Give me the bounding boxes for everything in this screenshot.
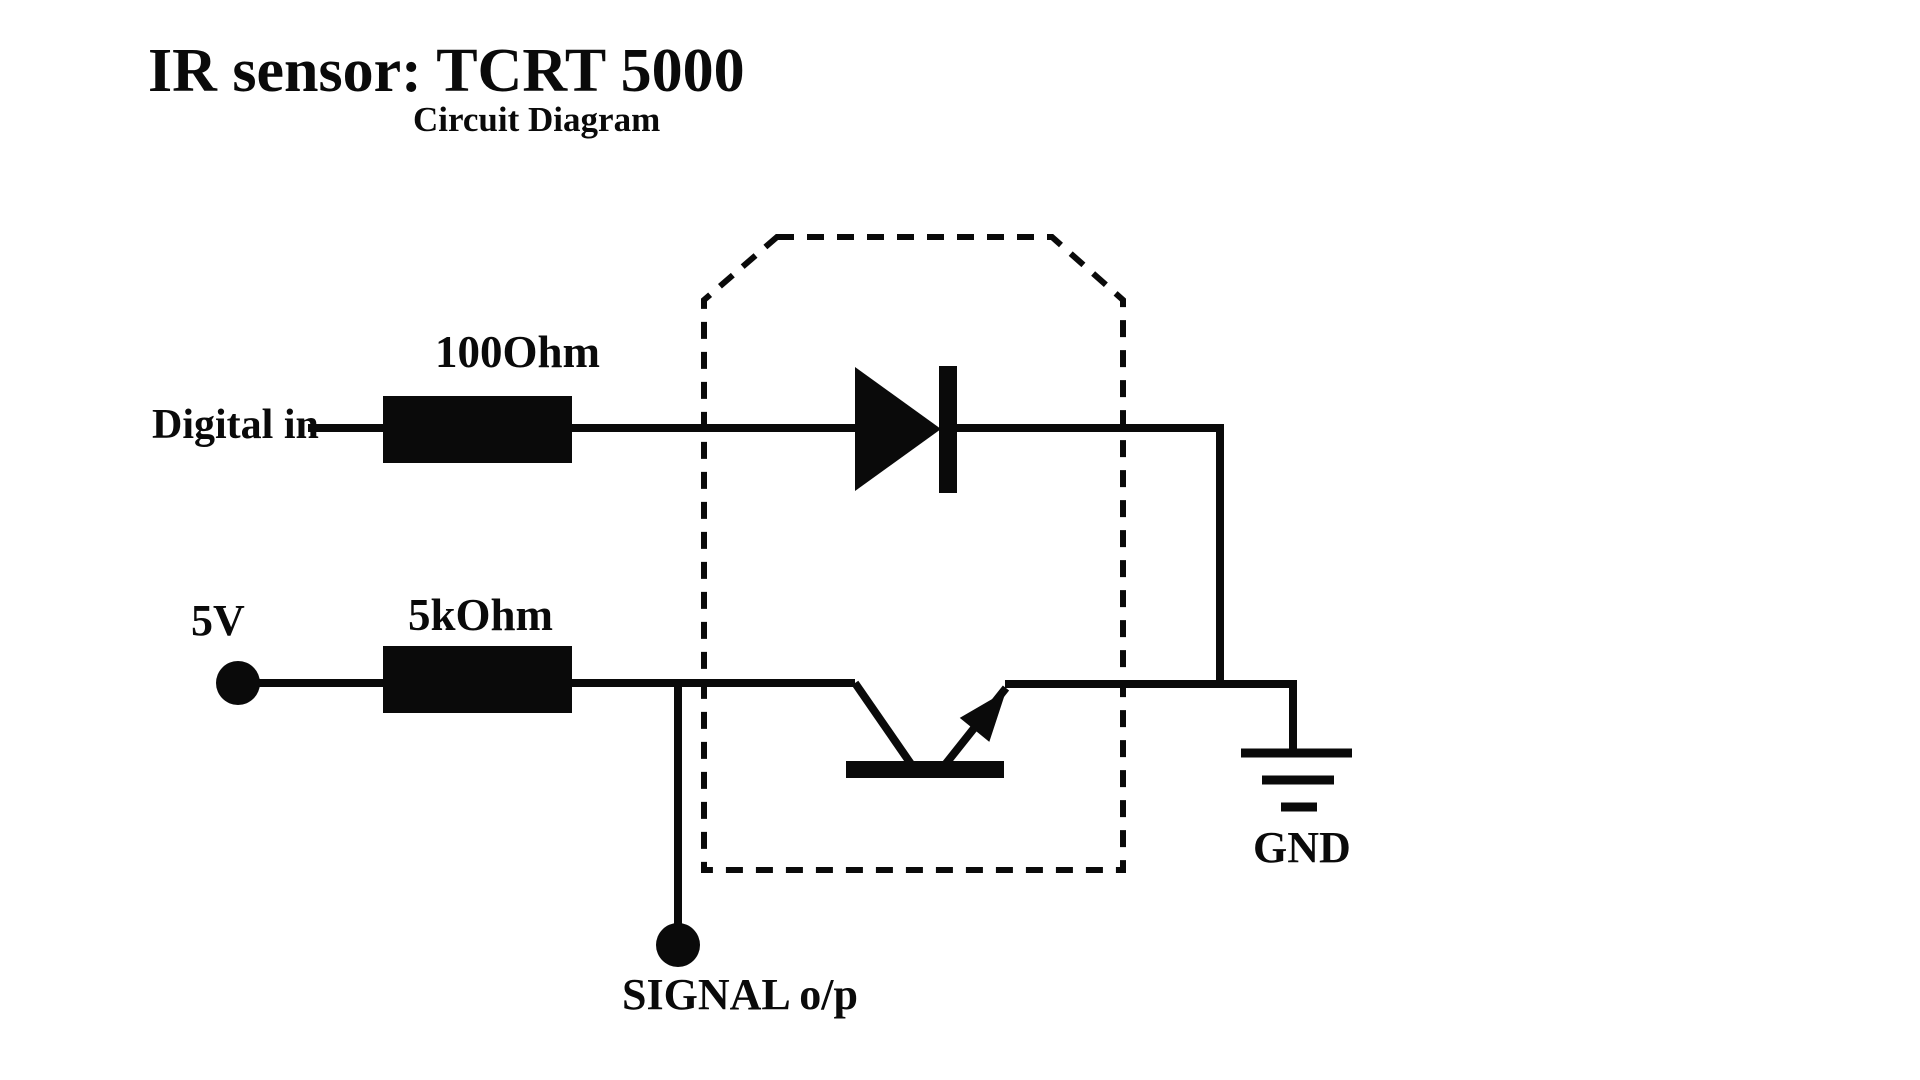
- diode-cathode-bar: [939, 366, 957, 493]
- terminal-5v-node: [216, 661, 260, 705]
- digital-in-label: Digital in: [152, 402, 319, 448]
- terminal-signal-node: [656, 923, 700, 967]
- supply-branch: [216, 646, 855, 713]
- phototransistor-symbol: [846, 680, 1010, 778]
- wire-diode-to-junction: [957, 424, 1224, 688]
- page-title: IR sensor: TCRT 5000: [148, 37, 745, 105]
- transistor-collector-lead: [851, 680, 915, 767]
- supply-5v-label: 5V: [191, 596, 245, 645]
- page-subtitle: Circuit Diagram: [413, 100, 661, 139]
- digital-in-branch: [308, 366, 1224, 688]
- signal-output-label: SIGNAL o/p: [622, 970, 858, 1019]
- diode-anode-triangle: [855, 367, 941, 491]
- resistor-5kohm-label: 5kOhm: [408, 590, 554, 640]
- ir-led-diode-symbol: [855, 366, 957, 493]
- resistor-100ohm-label: 100Ohm: [435, 327, 601, 377]
- resistor-100ohm-symbol: [383, 396, 572, 463]
- resistor-5kohm-symbol: [383, 646, 572, 713]
- transistor-base-bar: [846, 761, 1004, 778]
- emitter-arrowhead-icon: [959, 691, 1006, 742]
- ground-symbol: [1241, 748, 1352, 812]
- ground-label: GND: [1253, 823, 1351, 872]
- sensor-package-outline: [701, 234, 1126, 873]
